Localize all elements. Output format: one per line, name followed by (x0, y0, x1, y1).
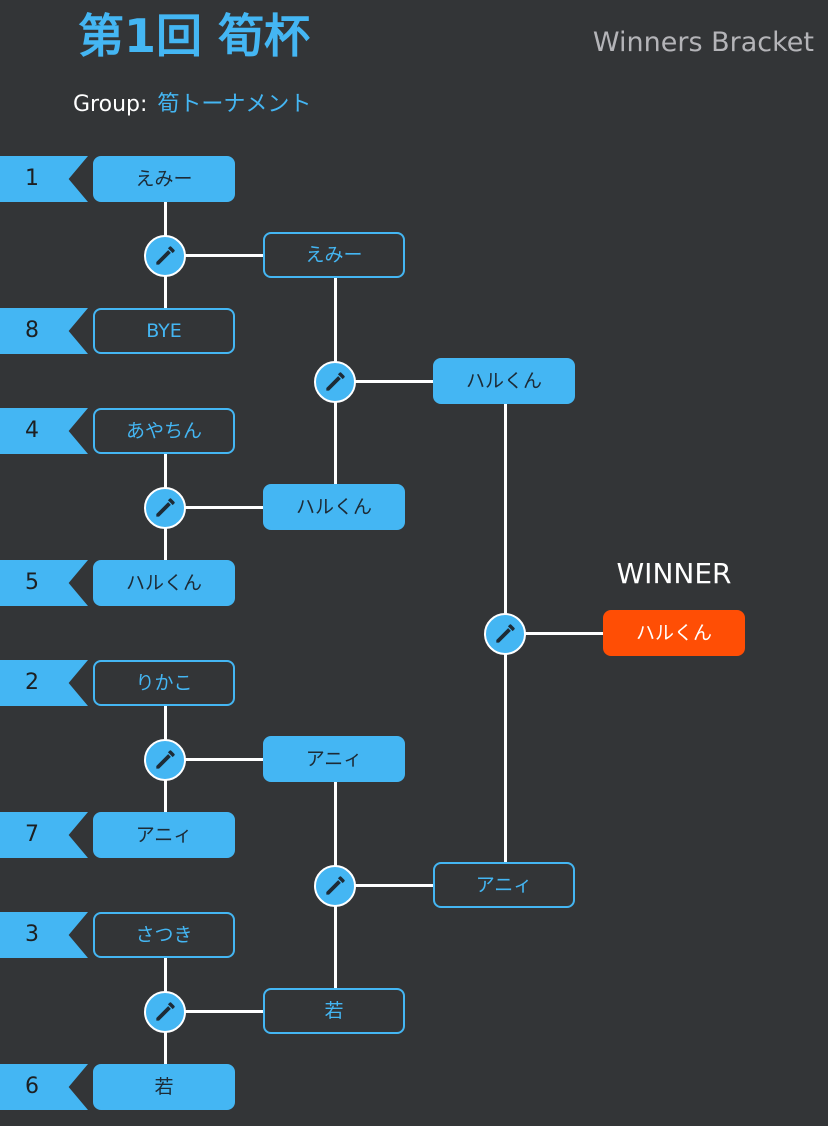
player-slot[interactable]: あやちん (93, 408, 235, 454)
edit-match-button[interactable] (144, 235, 186, 277)
seed-number: 2 (25, 670, 39, 695)
seed-number: 4 (25, 418, 39, 443)
group-row: Group: 筍トーナメント (73, 88, 311, 122)
connector-r1-m1-out (185, 254, 264, 257)
player-slot[interactable]: 若 (93, 1064, 235, 1110)
player-slot[interactable]: さつき (93, 912, 235, 958)
bracket-type-label: Winners Bracket (592, 27, 814, 58)
connector-final-out (525, 632, 604, 635)
pencil-icon (326, 876, 345, 895)
player-slot[interactable]: えみー (93, 156, 235, 202)
edit-match-button[interactable] (144, 487, 186, 529)
edit-match-button[interactable] (314, 361, 356, 403)
edit-match-button[interactable] (144, 739, 186, 781)
seed-badge: 6 (0, 1064, 88, 1110)
player-slot[interactable]: ハルくん (433, 358, 575, 404)
seed-number: 6 (25, 1074, 39, 1099)
winner-slot[interactable]: ハルくん (603, 610, 745, 656)
seed-number: 7 (25, 822, 39, 847)
pencil-icon (156, 750, 175, 769)
edit-match-button[interactable] (144, 991, 186, 1033)
player-slot[interactable]: りかこ (93, 660, 235, 706)
seed-number: 1 (25, 166, 39, 191)
group-name[interactable]: 筍トーナメント (157, 92, 312, 117)
player-slot[interactable]: アニィ (433, 862, 575, 908)
player-slot[interactable]: アニィ (263, 736, 405, 782)
player-slot[interactable]: ハルくん (93, 560, 235, 606)
player-slot[interactable]: ハルくん (263, 484, 405, 530)
player-slot[interactable]: 若 (263, 988, 405, 1034)
edit-match-button[interactable] (484, 613, 526, 655)
seed-number: 5 (25, 570, 39, 595)
seed-number: 8 (25, 318, 39, 343)
pencil-icon (496, 624, 515, 643)
seed-number: 3 (25, 922, 39, 947)
tournament-title: 第1回 筍杯 (78, 9, 311, 63)
connector-r2-m1-out (355, 380, 434, 383)
player-slot[interactable]: アニィ (93, 812, 235, 858)
seed-badge: 2 (0, 660, 88, 706)
connector-r1-m4-out (185, 1010, 264, 1013)
seed-badge: 4 (0, 408, 88, 454)
seed-badge: 8 (0, 308, 88, 354)
connector-r1-m2-out (185, 506, 264, 509)
player-slot[interactable]: えみー (263, 232, 405, 278)
pencil-icon (326, 372, 345, 391)
group-label: Group: (73, 92, 148, 117)
pencil-icon (156, 498, 175, 517)
pencil-icon (156, 1002, 175, 1021)
connector-r2-m2-out (355, 884, 434, 887)
connector-r1-m3-out (185, 758, 264, 761)
seed-badge: 7 (0, 812, 88, 858)
pencil-icon (156, 246, 175, 265)
seed-badge: 3 (0, 912, 88, 958)
edit-match-button[interactable] (314, 865, 356, 907)
seed-badge: 1 (0, 156, 88, 202)
player-slot[interactable]: BYE (93, 308, 235, 354)
winner-heading: WINNER (616, 557, 732, 590)
seed-badge: 5 (0, 560, 88, 606)
